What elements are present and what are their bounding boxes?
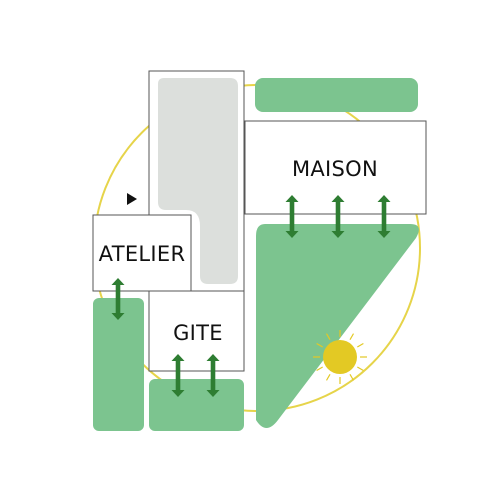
double-arrow-icon <box>331 195 345 238</box>
sun-icon <box>313 330 367 384</box>
sun-ray <box>316 366 323 372</box>
garden-triangle <box>256 224 419 428</box>
garden-access-arrows <box>111 195 391 397</box>
sun-ray <box>316 342 323 348</box>
sun-ray <box>357 342 364 348</box>
garden-bottom <box>149 379 244 431</box>
double-arrow-icon <box>377 195 391 238</box>
double-arrow-icon <box>206 354 220 397</box>
sun-ray <box>325 333 331 340</box>
sun-ray <box>349 374 355 381</box>
double-arrow-icon <box>171 354 185 397</box>
building-gite <box>148 290 245 372</box>
garden-top <box>255 78 418 112</box>
building-maison <box>244 120 427 215</box>
double-arrow-icon <box>111 278 125 320</box>
building-atelier <box>92 214 192 292</box>
play-triangle-icon <box>127 193 137 205</box>
garden-left <box>93 298 144 431</box>
label-gite: GITE <box>173 321 223 345</box>
double-arrow-icon <box>285 195 299 238</box>
sun-ray <box>357 366 364 372</box>
sun-ray <box>349 333 355 340</box>
label-maison: MAISON <box>292 157 378 181</box>
label-atelier: ATELIER <box>99 242 186 266</box>
sun-ray <box>325 374 331 381</box>
passage-gray <box>158 78 238 284</box>
